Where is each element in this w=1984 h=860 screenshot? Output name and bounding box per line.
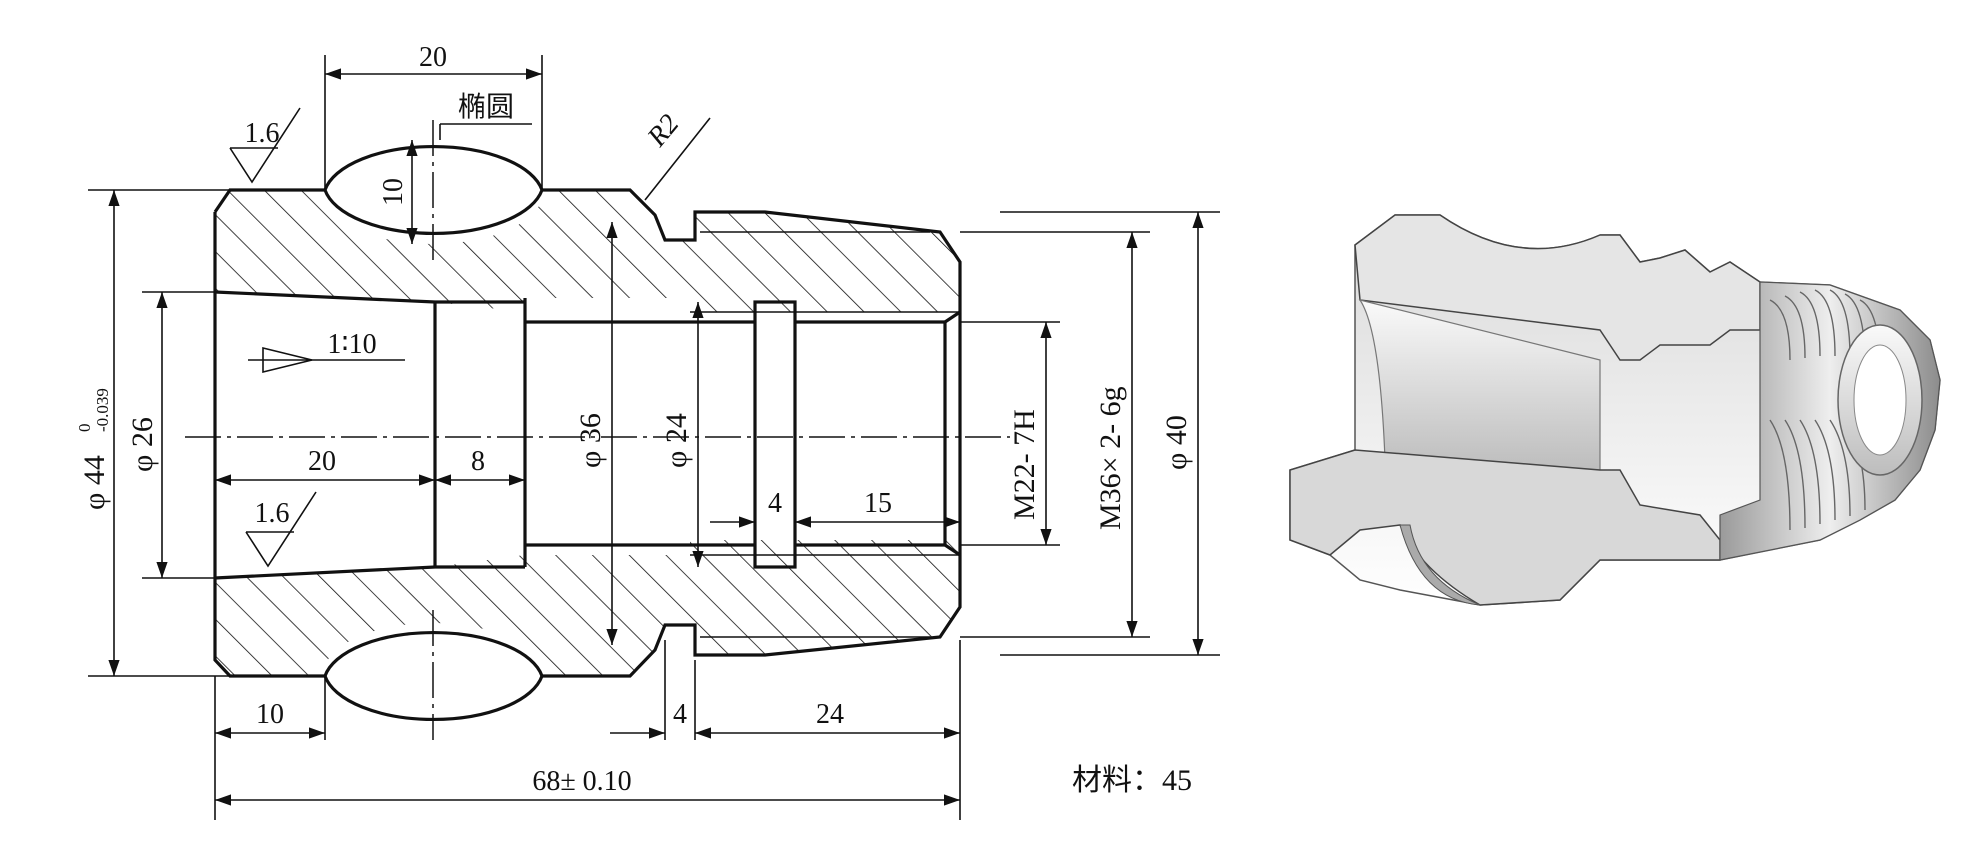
- dim-20-inner: 20: [308, 446, 336, 477]
- section-upper: [215, 190, 960, 312]
- dim-15: 15: [864, 488, 892, 519]
- dim-phi44-tol-lower: -0.039: [93, 388, 112, 432]
- dim-phi26: φ 26: [126, 417, 159, 472]
- dim-phi44-tol-upper: 0: [75, 424, 94, 433]
- part-3d-render: [1289, 214, 1941, 606]
- dim-4-groove-inner: 4: [768, 488, 782, 519]
- thread-inner-label: M22- 7H: [1008, 409, 1041, 520]
- roughness-symbol-bottom: [245, 491, 317, 568]
- taper-symbol: [248, 346, 405, 374]
- taper-label: 1∶10: [327, 329, 376, 360]
- radius-label: R2: [641, 109, 685, 154]
- roughness-bottom: 1.6: [255, 498, 290, 529]
- dim-10-vertical: 10: [378, 178, 409, 206]
- dim-phi40: φ 40: [1160, 415, 1193, 470]
- dim-4-bottom: 4: [673, 699, 687, 730]
- section-lower: [215, 540, 960, 676]
- dim-8: 8: [471, 446, 485, 477]
- part-outline: [213, 144, 962, 722]
- dim-total: 68± 0.10: [532, 766, 631, 797]
- dim-10-bottom: 10: [256, 699, 284, 730]
- dim-phi36: φ 36: [574, 413, 607, 468]
- dim-phi24: φ 24: [660, 413, 693, 468]
- dim-24-bottom: 24: [816, 699, 844, 730]
- dim-phi44: φ 44 0 -0.039: [75, 388, 112, 510]
- roughness-top: 1.6: [245, 118, 280, 149]
- dim-phi44-base: φ 44: [78, 455, 111, 510]
- dim-top-20: 20: [419, 42, 447, 73]
- ellipse-note: 椭圆: [458, 91, 514, 123]
- roughness-symbol-top: [229, 107, 301, 184]
- thread-outer-label: M36× 2- 6g: [1094, 386, 1127, 530]
- material-label: 材料：45: [1072, 764, 1192, 797]
